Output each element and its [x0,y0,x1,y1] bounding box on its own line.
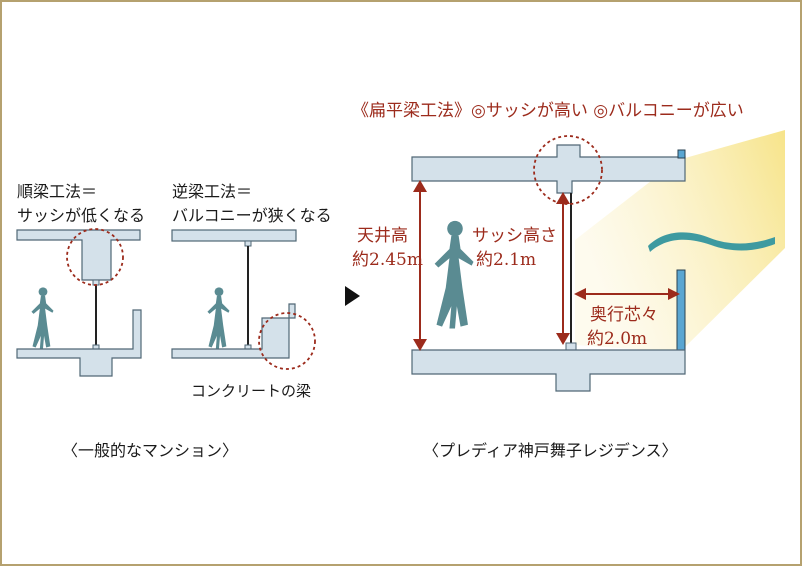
balcony-window-pane [676,269,686,351]
conventional-ceiling-slab [16,229,141,281]
conventional-title-line2: サッシが低くなる [17,206,146,225]
woman-figure-icon [31,287,54,349]
ceiling-height-arrow [413,180,427,351]
play-right-triangle-icon [345,286,360,306]
flat-ceiling-slab [411,144,686,194]
concrete-beam-label: コンクリートの梁 [191,382,312,400]
flat-beam-heading: 《扁平梁工法》◎サッシが高い ◎バルコニーが広い [352,101,744,121]
balcony-depth-value: 約2.0m [587,329,648,349]
sash-height-label: サッシ高さ [472,226,557,246]
woman-figure-icon [434,220,474,329]
balcony-depth-arrow [574,288,680,300]
conventional-section [16,228,142,377]
inverted-beam-highlight [258,312,316,370]
conventional-beam-highlight [66,228,124,286]
breeze-wave-icon [648,232,775,252]
sunlight-beam [575,130,785,352]
inverted-ceiling-slab [171,229,297,242]
inverted-section [171,229,316,370]
flat-beam-highlight [533,135,603,205]
balcony-depth-label: 奥行芯々 [590,305,658,325]
conventional-title-line1: 順梁工法＝ [17,182,98,201]
inverted-floor-slab [171,303,296,359]
ceiling-height-label: 天井高 [357,226,408,246]
conventional-caption: 〈一般的なマンション〉 [62,441,239,460]
flat-beam-caption: 〈プレディア神戸舞子レジデンス〉 [423,441,678,460]
sash-height-arrow [556,192,570,345]
woman-figure-icon [207,287,230,349]
ceiling-height-value: 約2.45m [352,250,423,270]
conventional-floor-slab [16,309,142,377]
flat-beam-section [411,130,785,392]
inverted-title-line1: 逆梁工法＝ [172,182,253,201]
inverted-title-line2: バルコニーが狭くなる [172,206,332,225]
sash-height-value: 約2.1m [476,250,537,270]
flat-floor-slab [411,349,686,392]
upper-window-stub [677,149,686,159]
